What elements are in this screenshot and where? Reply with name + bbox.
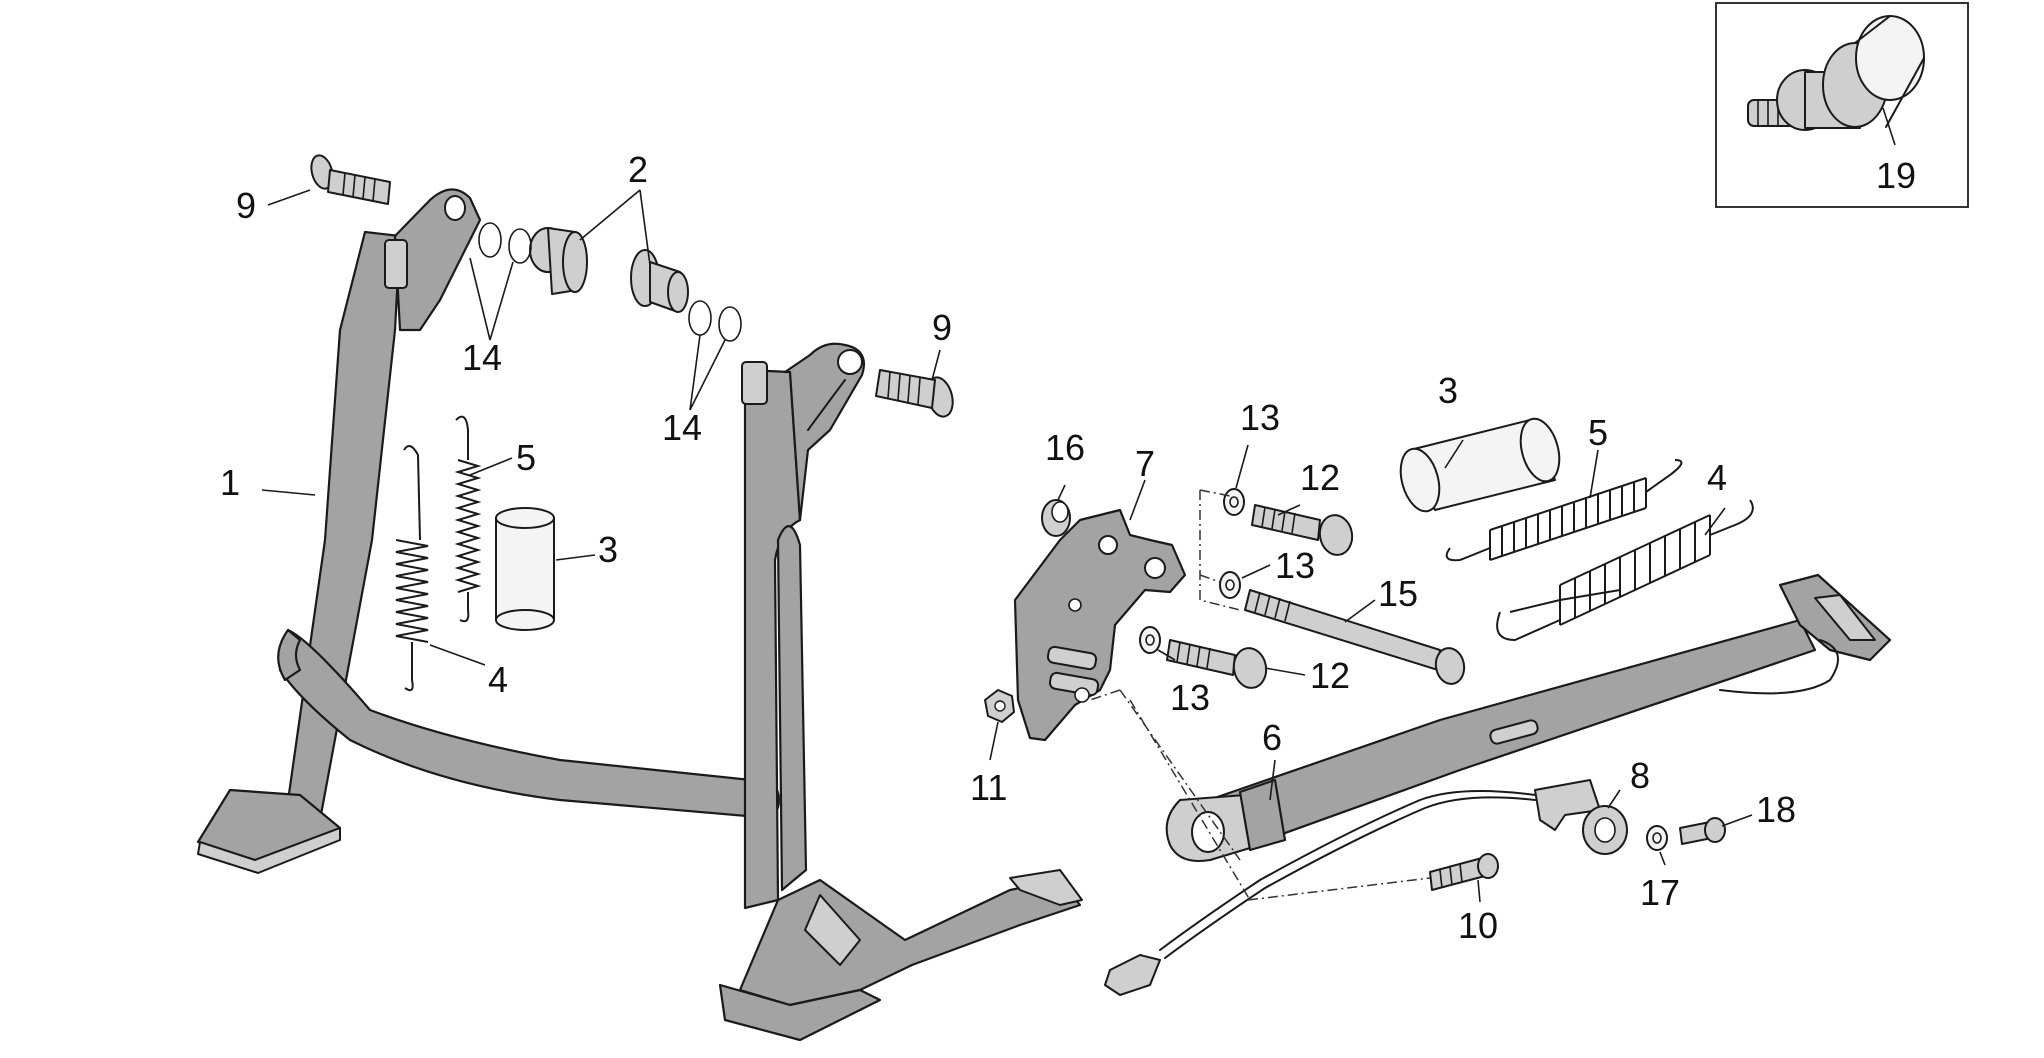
part-7-bracket bbox=[1013, 508, 1187, 742]
part-16-spacer bbox=[1041, 499, 1071, 537]
part-19-tool bbox=[1747, 15, 1925, 131]
callout-8: 8 bbox=[1630, 755, 1650, 796]
assembly-lines bbox=[1089, 489, 1431, 901]
callout-13-middle: 13 bbox=[1275, 545, 1315, 586]
callout-14-right: 14 bbox=[662, 407, 702, 448]
callout-10: 10 bbox=[1458, 905, 1498, 946]
callout-14-left: 14 bbox=[462, 337, 502, 378]
callout-19: 19 bbox=[1876, 155, 1916, 196]
callout-6: 6 bbox=[1262, 717, 1282, 758]
callout-4-right: 4 bbox=[1707, 457, 1727, 498]
inset-part-19 bbox=[1715, 2, 1969, 208]
callout-17: 17 bbox=[1640, 872, 1680, 913]
part-18-screw bbox=[1679, 817, 1726, 845]
part-4-spring-right bbox=[1496, 499, 1754, 642]
part-2-bushing-left bbox=[529, 227, 588, 295]
callout-15: 15 bbox=[1378, 573, 1418, 614]
callout-5-right: 5 bbox=[1588, 412, 1608, 453]
leader-lines bbox=[261, 189, 1753, 903]
part-11-nut bbox=[984, 689, 1015, 723]
callout-11: 11 bbox=[970, 767, 1007, 808]
callout-16: 16 bbox=[1045, 427, 1085, 468]
part-12-bolt-lower bbox=[1166, 639, 1268, 689]
callout-2: 2 bbox=[628, 149, 648, 190]
callout-12-upper: 12 bbox=[1300, 457, 1340, 498]
part-15-long-bolt bbox=[1244, 589, 1466, 685]
callout-labels: 1 2 3 3 4 4 5 5 6 7 8 9 9 10 11 12 12 13… bbox=[220, 149, 1916, 946]
callout-13-bottom: 13 bbox=[1170, 677, 1210, 718]
callout-3-right: 3 bbox=[1438, 370, 1458, 411]
callout-7: 7 bbox=[1135, 443, 1155, 484]
part-10-screw bbox=[1429, 853, 1499, 891]
part-9-bolt-left bbox=[310, 154, 391, 205]
callout-9-right: 9 bbox=[932, 307, 952, 348]
part-9-bolt-right bbox=[875, 369, 954, 418]
part-2-bushing-right bbox=[630, 249, 689, 313]
callout-9-left: 9 bbox=[236, 185, 256, 226]
callout-1: 1 bbox=[220, 462, 240, 503]
part-17-washer bbox=[1646, 825, 1668, 851]
part-3-sleeve-left bbox=[495, 507, 555, 631]
callout-12-lower: 12 bbox=[1310, 655, 1350, 696]
part-8-switch bbox=[1104, 779, 1628, 996]
part-12-bolt-upper bbox=[1251, 504, 1354, 556]
part-1-center-stand bbox=[196, 188, 1083, 1042]
callout-18: 18 bbox=[1756, 789, 1796, 830]
part-14-o-rings bbox=[478, 222, 742, 342]
callout-4-left: 4 bbox=[488, 659, 508, 700]
callout-3-left: 3 bbox=[598, 529, 618, 570]
callout-13-top: 13 bbox=[1240, 397, 1280, 438]
part-3-sleeve-right bbox=[1399, 417, 1561, 513]
left-spring-group bbox=[395, 415, 555, 692]
callout-5-left: 5 bbox=[516, 437, 536, 478]
part-5-spring-right bbox=[1445, 459, 1683, 562]
